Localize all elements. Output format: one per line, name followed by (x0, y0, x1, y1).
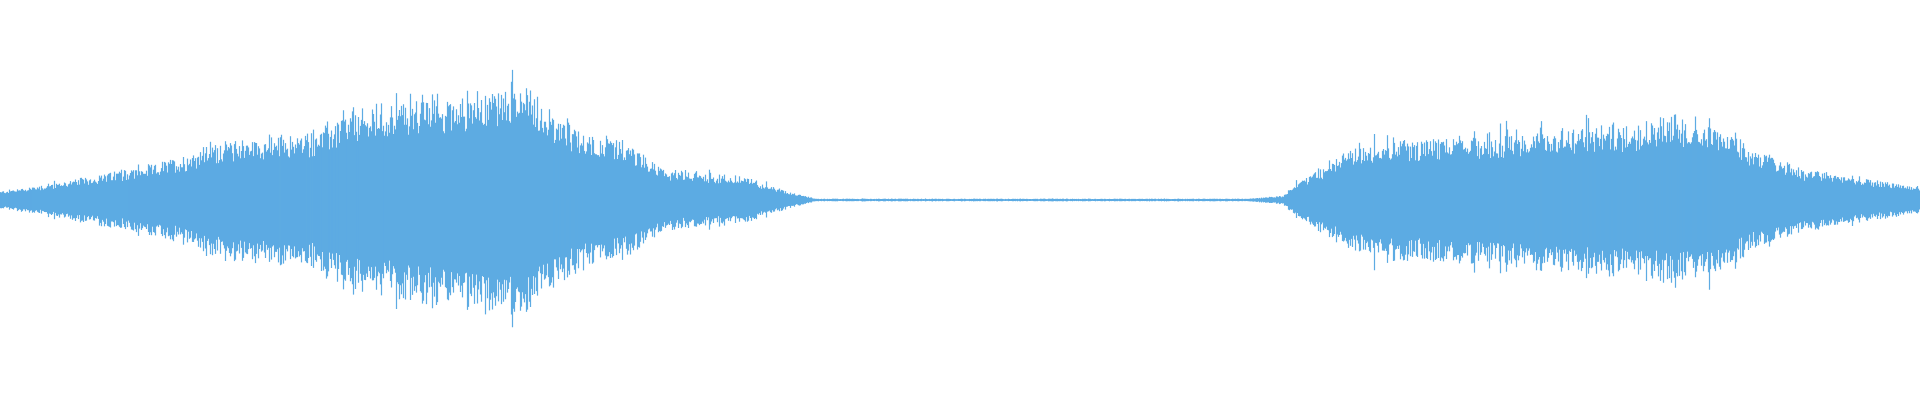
waveform-bars (0, 69, 1920, 328)
